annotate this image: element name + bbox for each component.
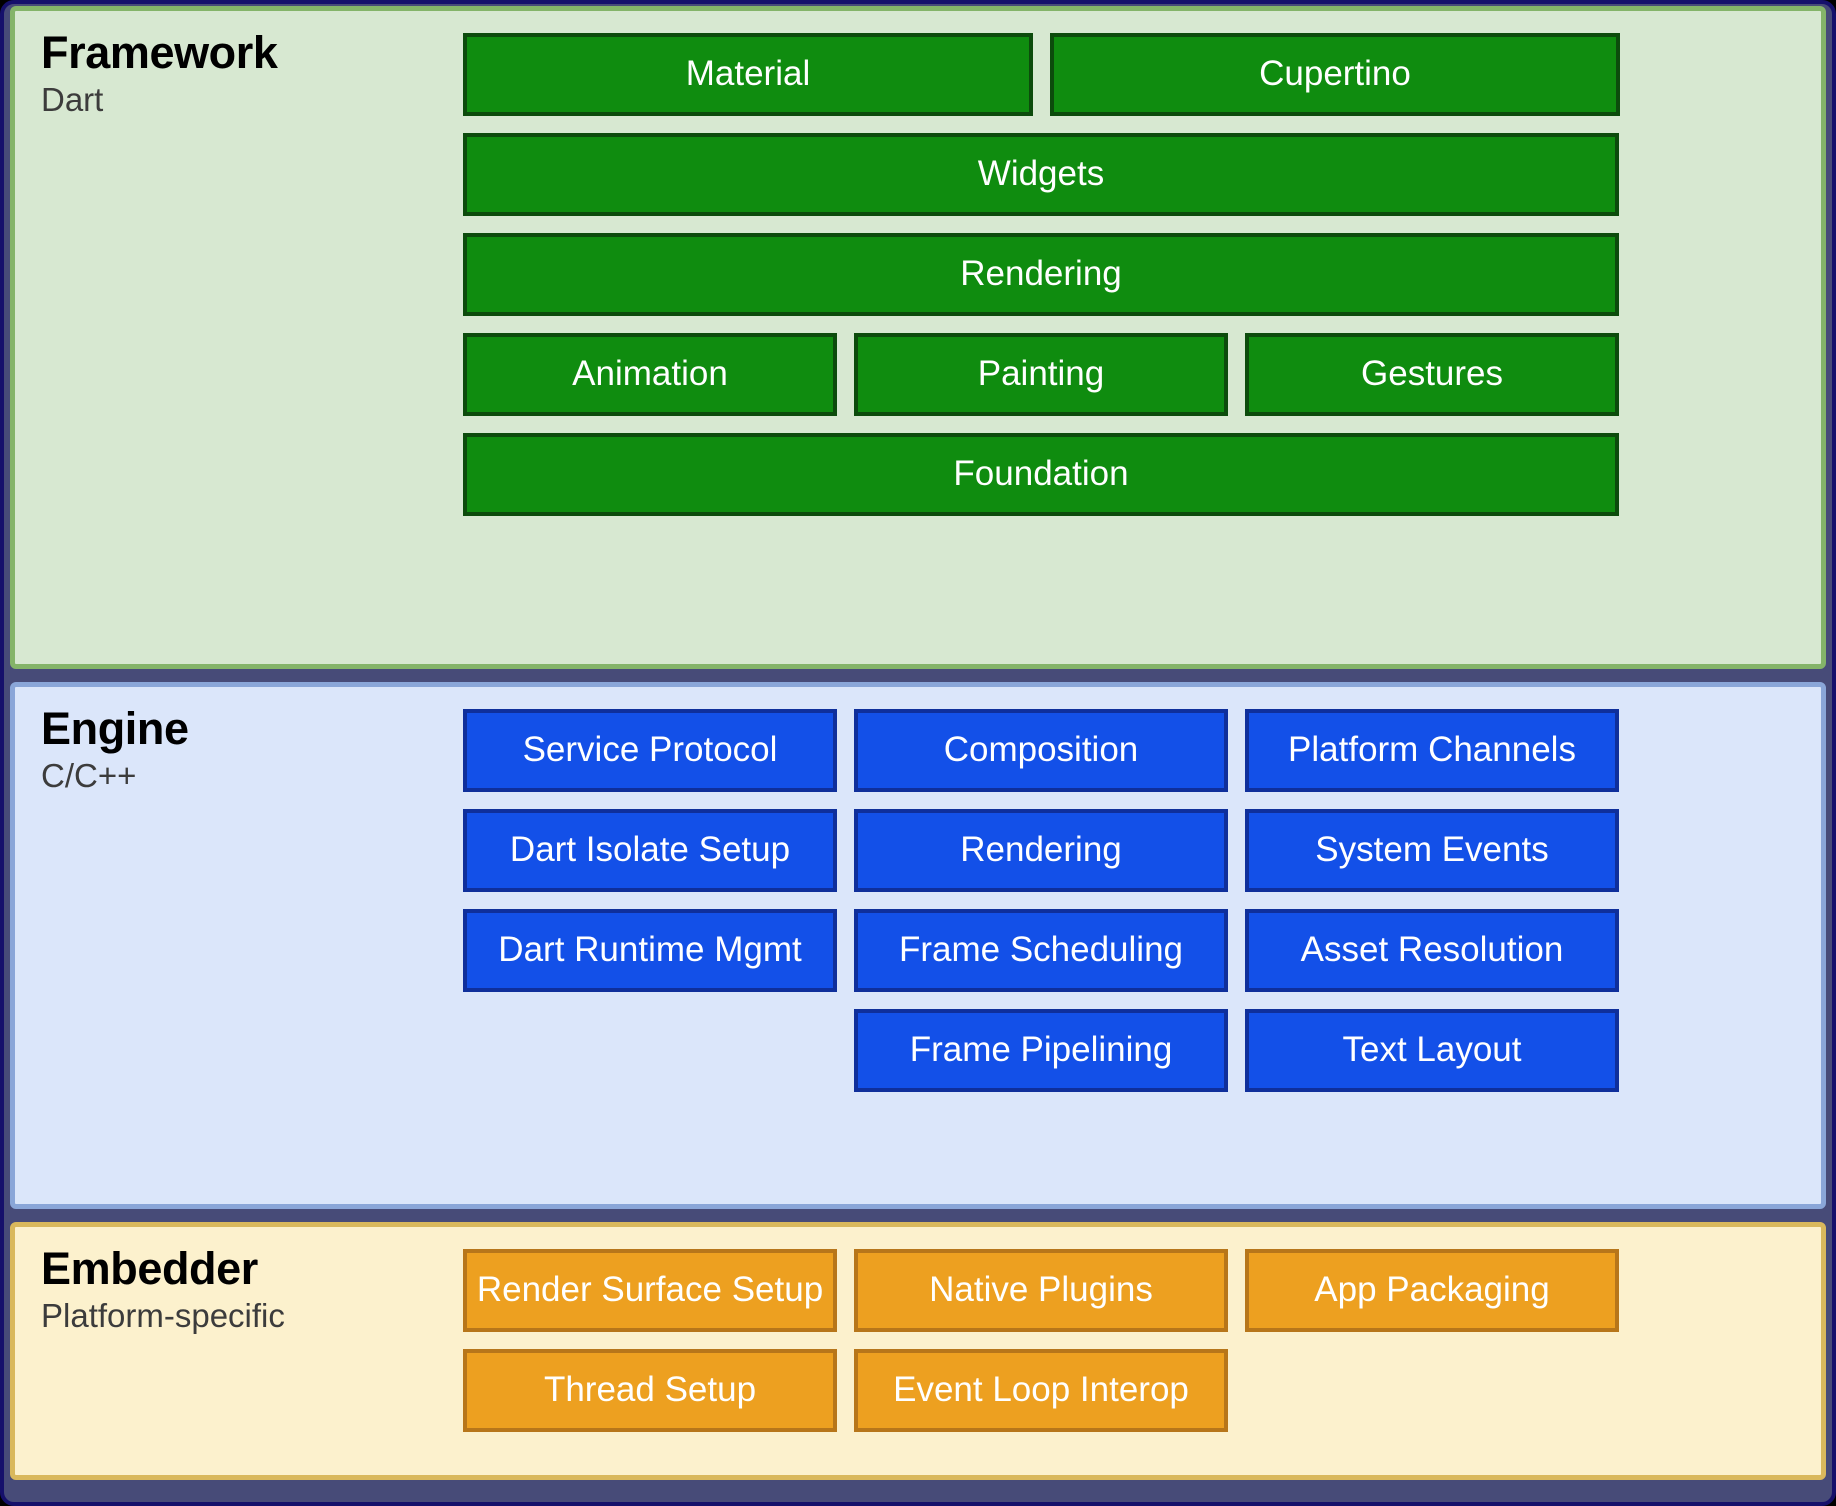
block-thread-setup[interactable]: Thread Setup	[463, 1349, 837, 1432]
framework-row-4: Animation Painting Gestures	[463, 333, 1799, 416]
block-event-loop-interop[interactable]: Event Loop Interop	[854, 1349, 1228, 1432]
engine-row-3: Dart Runtime Mgmt Frame Scheduling Asset…	[463, 909, 1799, 992]
engine-row-4-spacer	[463, 1009, 837, 1092]
block-asset-resolution[interactable]: Asset Resolution	[1245, 909, 1619, 992]
layer-framework-name: Framework	[41, 27, 278, 78]
block-material[interactable]: Material	[463, 33, 1033, 116]
block-render-surface-setup[interactable]: Render Surface Setup	[463, 1249, 837, 1332]
block-frame-scheduling[interactable]: Frame Scheduling	[854, 909, 1228, 992]
layer-engine-title: Engine C/C++	[15, 687, 463, 1204]
embedder-row-2: Thread Setup Event Loop Interop	[463, 1349, 1799, 1432]
block-rendering-engine[interactable]: Rendering	[854, 809, 1228, 892]
block-dart-runtime-mgmt[interactable]: Dart Runtime Mgmt	[463, 909, 837, 992]
framework-row-2: Widgets	[463, 133, 1799, 216]
block-dart-isolate-setup[interactable]: Dart Isolate Setup	[463, 809, 837, 892]
block-composition[interactable]: Composition	[854, 709, 1228, 792]
block-cupertino[interactable]: Cupertino	[1050, 33, 1620, 116]
layer-framework-language: Dart	[41, 80, 104, 118]
block-service-protocol[interactable]: Service Protocol	[463, 709, 837, 792]
layer-engine-body: Service Protocol Composition Platform Ch…	[463, 687, 1821, 1204]
layer-engine: Engine C/C++ Service Protocol Compositio…	[10, 682, 1826, 1209]
block-foundation[interactable]: Foundation	[463, 433, 1619, 516]
embedder-row-1: Render Surface Setup Native Plugins App …	[463, 1249, 1799, 1332]
layer-stack: Framework Dart Material Cupertino Widget…	[10, 6, 1826, 1500]
layer-framework-body: Material Cupertino Widgets Rendering Ani…	[463, 11, 1821, 664]
layer-embedder-title: Embedder Platform-specific	[15, 1227, 463, 1475]
engine-row-4: Frame Pipelining Text Layout	[463, 1009, 1799, 1092]
engine-row-2: Dart Isolate Setup Rendering System Even…	[463, 809, 1799, 892]
layer-engine-name: Engine	[41, 703, 189, 754]
layer-framework-title: Framework Dart	[15, 11, 463, 664]
block-animation[interactable]: Animation	[463, 333, 837, 416]
block-platform-channels[interactable]: Platform Channels	[1245, 709, 1619, 792]
framework-row-3: Rendering	[463, 233, 1799, 316]
block-app-packaging[interactable]: App Packaging	[1245, 1249, 1619, 1332]
block-system-events[interactable]: System Events	[1245, 809, 1619, 892]
block-rendering-framework[interactable]: Rendering	[463, 233, 1619, 316]
layer-embedder-language: Platform-specific	[41, 1296, 285, 1334]
block-gestures[interactable]: Gestures	[1245, 333, 1619, 416]
block-native-plugins[interactable]: Native Plugins	[854, 1249, 1228, 1332]
engine-row-1: Service Protocol Composition Platform Ch…	[463, 709, 1799, 792]
block-text-layout[interactable]: Text Layout	[1245, 1009, 1619, 1092]
block-frame-pipelining[interactable]: Frame Pipelining	[854, 1009, 1228, 1092]
layer-embedder: Embedder Platform-specific Render Surfac…	[10, 1222, 1826, 1480]
block-painting[interactable]: Painting	[854, 333, 1228, 416]
layer-framework: Framework Dart Material Cupertino Widget…	[10, 6, 1826, 669]
layer-engine-language: C/C++	[41, 756, 137, 794]
framework-row-1: Material Cupertino	[463, 33, 1799, 116]
framework-row-5: Foundation	[463, 433, 1799, 516]
layer-embedder-body: Render Surface Setup Native Plugins App …	[463, 1227, 1821, 1475]
layer-embedder-name: Embedder	[41, 1243, 258, 1294]
block-widgets[interactable]: Widgets	[463, 133, 1619, 216]
